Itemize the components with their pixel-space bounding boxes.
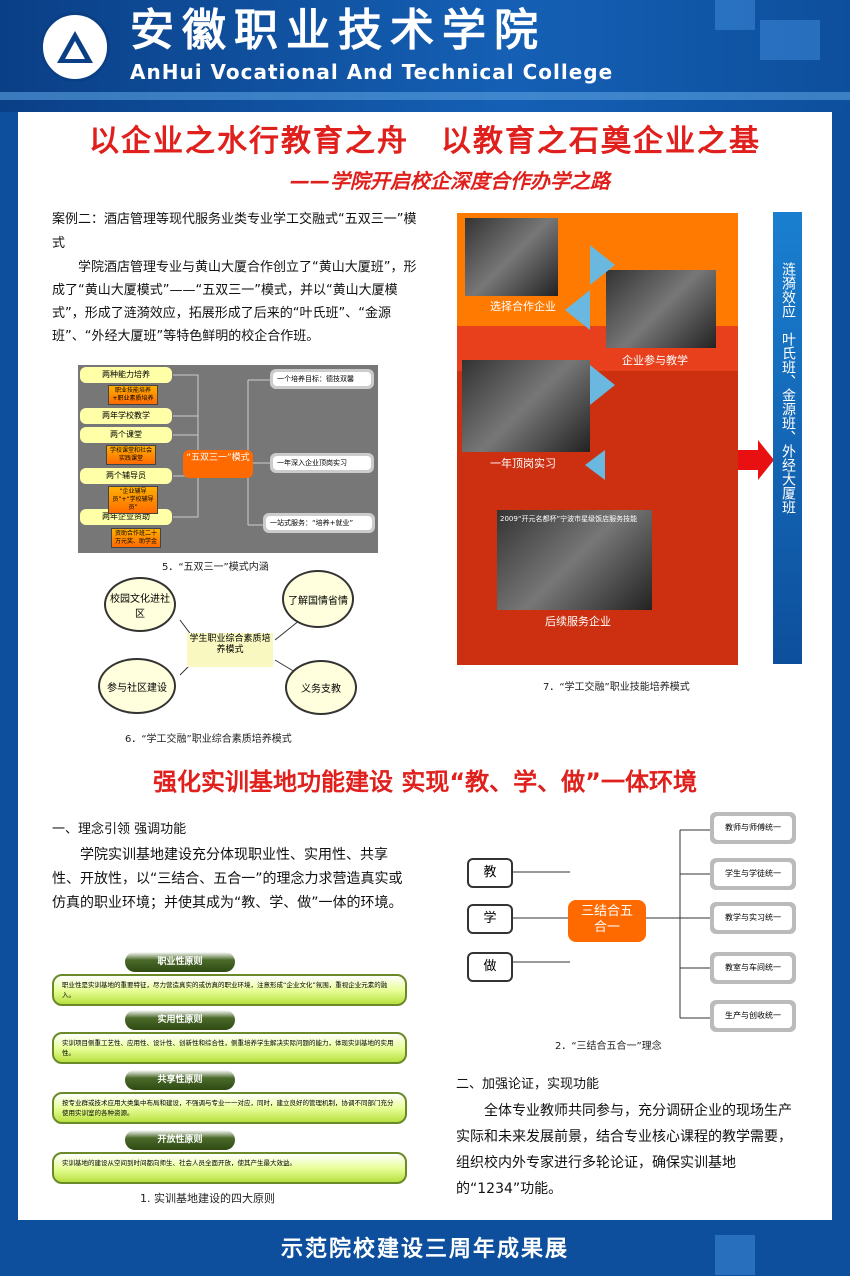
- decor-stripe: [0, 92, 850, 100]
- unity-label: 教室与车间统一: [714, 956, 792, 980]
- college-name-cn: 安徽职业技术学院: [130, 5, 546, 56]
- arrows: [565, 245, 615, 480]
- section2-heading-2: 二、加强论证，实现功能: [456, 1077, 600, 1092]
- principle-title: 共享性原则: [125, 1070, 235, 1090]
- mindmap-center: “五双三一”模式: [183, 450, 253, 478]
- principle-title: 实用性原则: [125, 1010, 235, 1030]
- five-double-mindmap: 两种能力培养 职业技能培养+职业素质培养 两年学校教学 两个课堂 学校课堂和社会…: [78, 365, 378, 553]
- photo-label: 选择合作企业: [490, 300, 556, 313]
- college-logo: [40, 12, 110, 82]
- red-arrow-icon: [738, 440, 774, 480]
- decor-square: [760, 20, 820, 60]
- mindmap-sub-node: 学校课堂和社会实践课堂: [106, 445, 156, 465]
- sub-title: ——学院开启校企深度合作办学之路: [290, 169, 610, 193]
- fig6-center: 学生职业综合素质培养模式: [187, 633, 273, 667]
- unity-label: 教学与实习统一: [714, 906, 792, 930]
- mindmap-left-node: 两年学校教学: [80, 408, 172, 424]
- photo-enterprise-teaching: [606, 270, 716, 348]
- ripple-effect-bar: 涟漪效应 叶氏班、金源班、外经大厦班: [773, 212, 802, 664]
- fig2-left-learn: 学: [467, 904, 513, 934]
- footer-title: 示范院校建设三周年成果展: [0, 1225, 850, 1276]
- fig2-connectors: [513, 829, 710, 1019]
- fig2-unity-item: 教室与车间统一: [710, 952, 796, 984]
- photo-follow-up-service: [497, 510, 652, 610]
- section2-title: 强化实训基地功能建设 实现“教、学、做”一体环境: [153, 768, 697, 796]
- photo-internship: [462, 360, 590, 452]
- mindmap-right-node: 一站式服务：“培养+就业”: [263, 513, 375, 533]
- decor-square: [715, 1235, 755, 1275]
- fig7-caption: 7．“学工交融”职业技能培养模式: [543, 682, 690, 693]
- fig2-unity-item: 教师与师傅统一: [710, 812, 796, 844]
- fig6-node: 校园文化进社区: [104, 577, 176, 632]
- decor-square: [715, 0, 755, 30]
- fig6-node: 参与社区建设: [98, 658, 176, 714]
- mindmap-right-node: 一个培养目标：德技双馨: [270, 369, 374, 389]
- photo-label: 一年顶岗实习: [490, 457, 556, 470]
- fig6-caption: 6．“学工交融”职业综合素质培养模式: [125, 734, 292, 745]
- fig2-caption: 2．“三结合五合一”理念: [555, 1041, 662, 1052]
- fig2-unity-item: 教学与实习统一: [710, 902, 796, 934]
- case-heading: 案例二：酒店管理等现代服务业类专业学工交融式“五双三一”模式: [52, 212, 417, 251]
- section2-paragraph-2: 全体专业教师共同参与，充分调研企业的现场生产实际和未来发展前景，结合专业核心课程…: [456, 1103, 792, 1197]
- mindmap-left-node: 两种能力培养: [80, 367, 172, 383]
- photo-label: 企业参与教学: [622, 354, 688, 367]
- unity-label: 生产与创收统一: [714, 1004, 792, 1028]
- mindmap-right-label: 一站式服务：“培养+就业”: [266, 516, 372, 530]
- mindmap-sub-node: “企业辅导员”+“学校辅导员”: [108, 486, 158, 514]
- mindmap-right-label: 一个培养目标：德技双馨: [273, 372, 371, 386]
- unity-label: 教师与师傅统一: [714, 816, 792, 840]
- mindmap-left-node: 两个课堂: [80, 427, 172, 443]
- main-title: 以企业之水行教育之舟 以教育之石奠企业之基: [89, 124, 761, 159]
- fig5-caption: 5．“五双三一”模式内涵: [162, 562, 269, 573]
- fig2-unity-item: 学生与学徒统一: [710, 858, 796, 890]
- principle-text: 职业性是实训基地的重要特征，尽力营造真实的或仿真的职业环境，注意形成“企业文化”…: [52, 974, 407, 1006]
- fig2-center: 三结合五合一: [568, 900, 646, 942]
- principle-text: 实训项目侧重工艺性、应用性、设计性、创新性和综合性，侧重培养学生解决实际问题的能…: [52, 1032, 407, 1064]
- principle-title: 开放性原则: [125, 1130, 235, 1150]
- mindmap-left-node: 两个辅导员: [80, 468, 172, 484]
- fig2-left-teach: 教: [467, 858, 513, 888]
- principles-caption: 1. 实训基地建设的四大原则: [140, 1192, 275, 1205]
- mindmap-sub-node: 资助合作班二十万元奖、助学金: [111, 528, 161, 548]
- fig2-left-do: 做: [467, 952, 513, 982]
- mindmap-right-label: 一年深入企业顶岗实习: [273, 456, 371, 470]
- unity-label: 学生与学徒统一: [714, 862, 792, 886]
- section2-heading-1: 一、理念引领 强调功能: [52, 822, 187, 837]
- fig6-node: 义务支教: [285, 660, 357, 715]
- principle-text: 按专业群或技术应用大类集中布局和建设，不强调与专业一一对应，同时，建立良好的管理…: [52, 1092, 407, 1124]
- photo-banner-text: 2009“开元名都杯”宁波市星级饭店服务技能: [500, 515, 638, 523]
- case-body: 学院酒店管理专业与黄山大厦合作创立了“黄山大厦班”，形成了“黄山大厦模式”——“…: [52, 260, 417, 344]
- principle-text: 实训基地的建设从空间到时间都向师生、社会人员全面开放，使其产生最大效益。: [52, 1152, 407, 1184]
- fig2-unity-item: 生产与创收统一: [710, 1000, 796, 1032]
- photo-choose-enterprise: [465, 218, 558, 296]
- section2-paragraph-1: 学院实训基地建设充分体现职业性、实用性、共享性、开放性，以“三结合、五合一”的理…: [52, 847, 403, 911]
- mindmap-right-node: 一年深入企业顶岗实习: [270, 453, 374, 473]
- photo-label: 后续服务企业: [545, 615, 611, 628]
- principle-title: 职业性原则: [125, 952, 235, 972]
- mindmap-sub-node: 职业技能培养+职业素质培养: [108, 385, 158, 405]
- college-name-en: AnHui Vocational And Technical College: [130, 60, 614, 84]
- fig6-node: 了解国情省情: [282, 570, 354, 628]
